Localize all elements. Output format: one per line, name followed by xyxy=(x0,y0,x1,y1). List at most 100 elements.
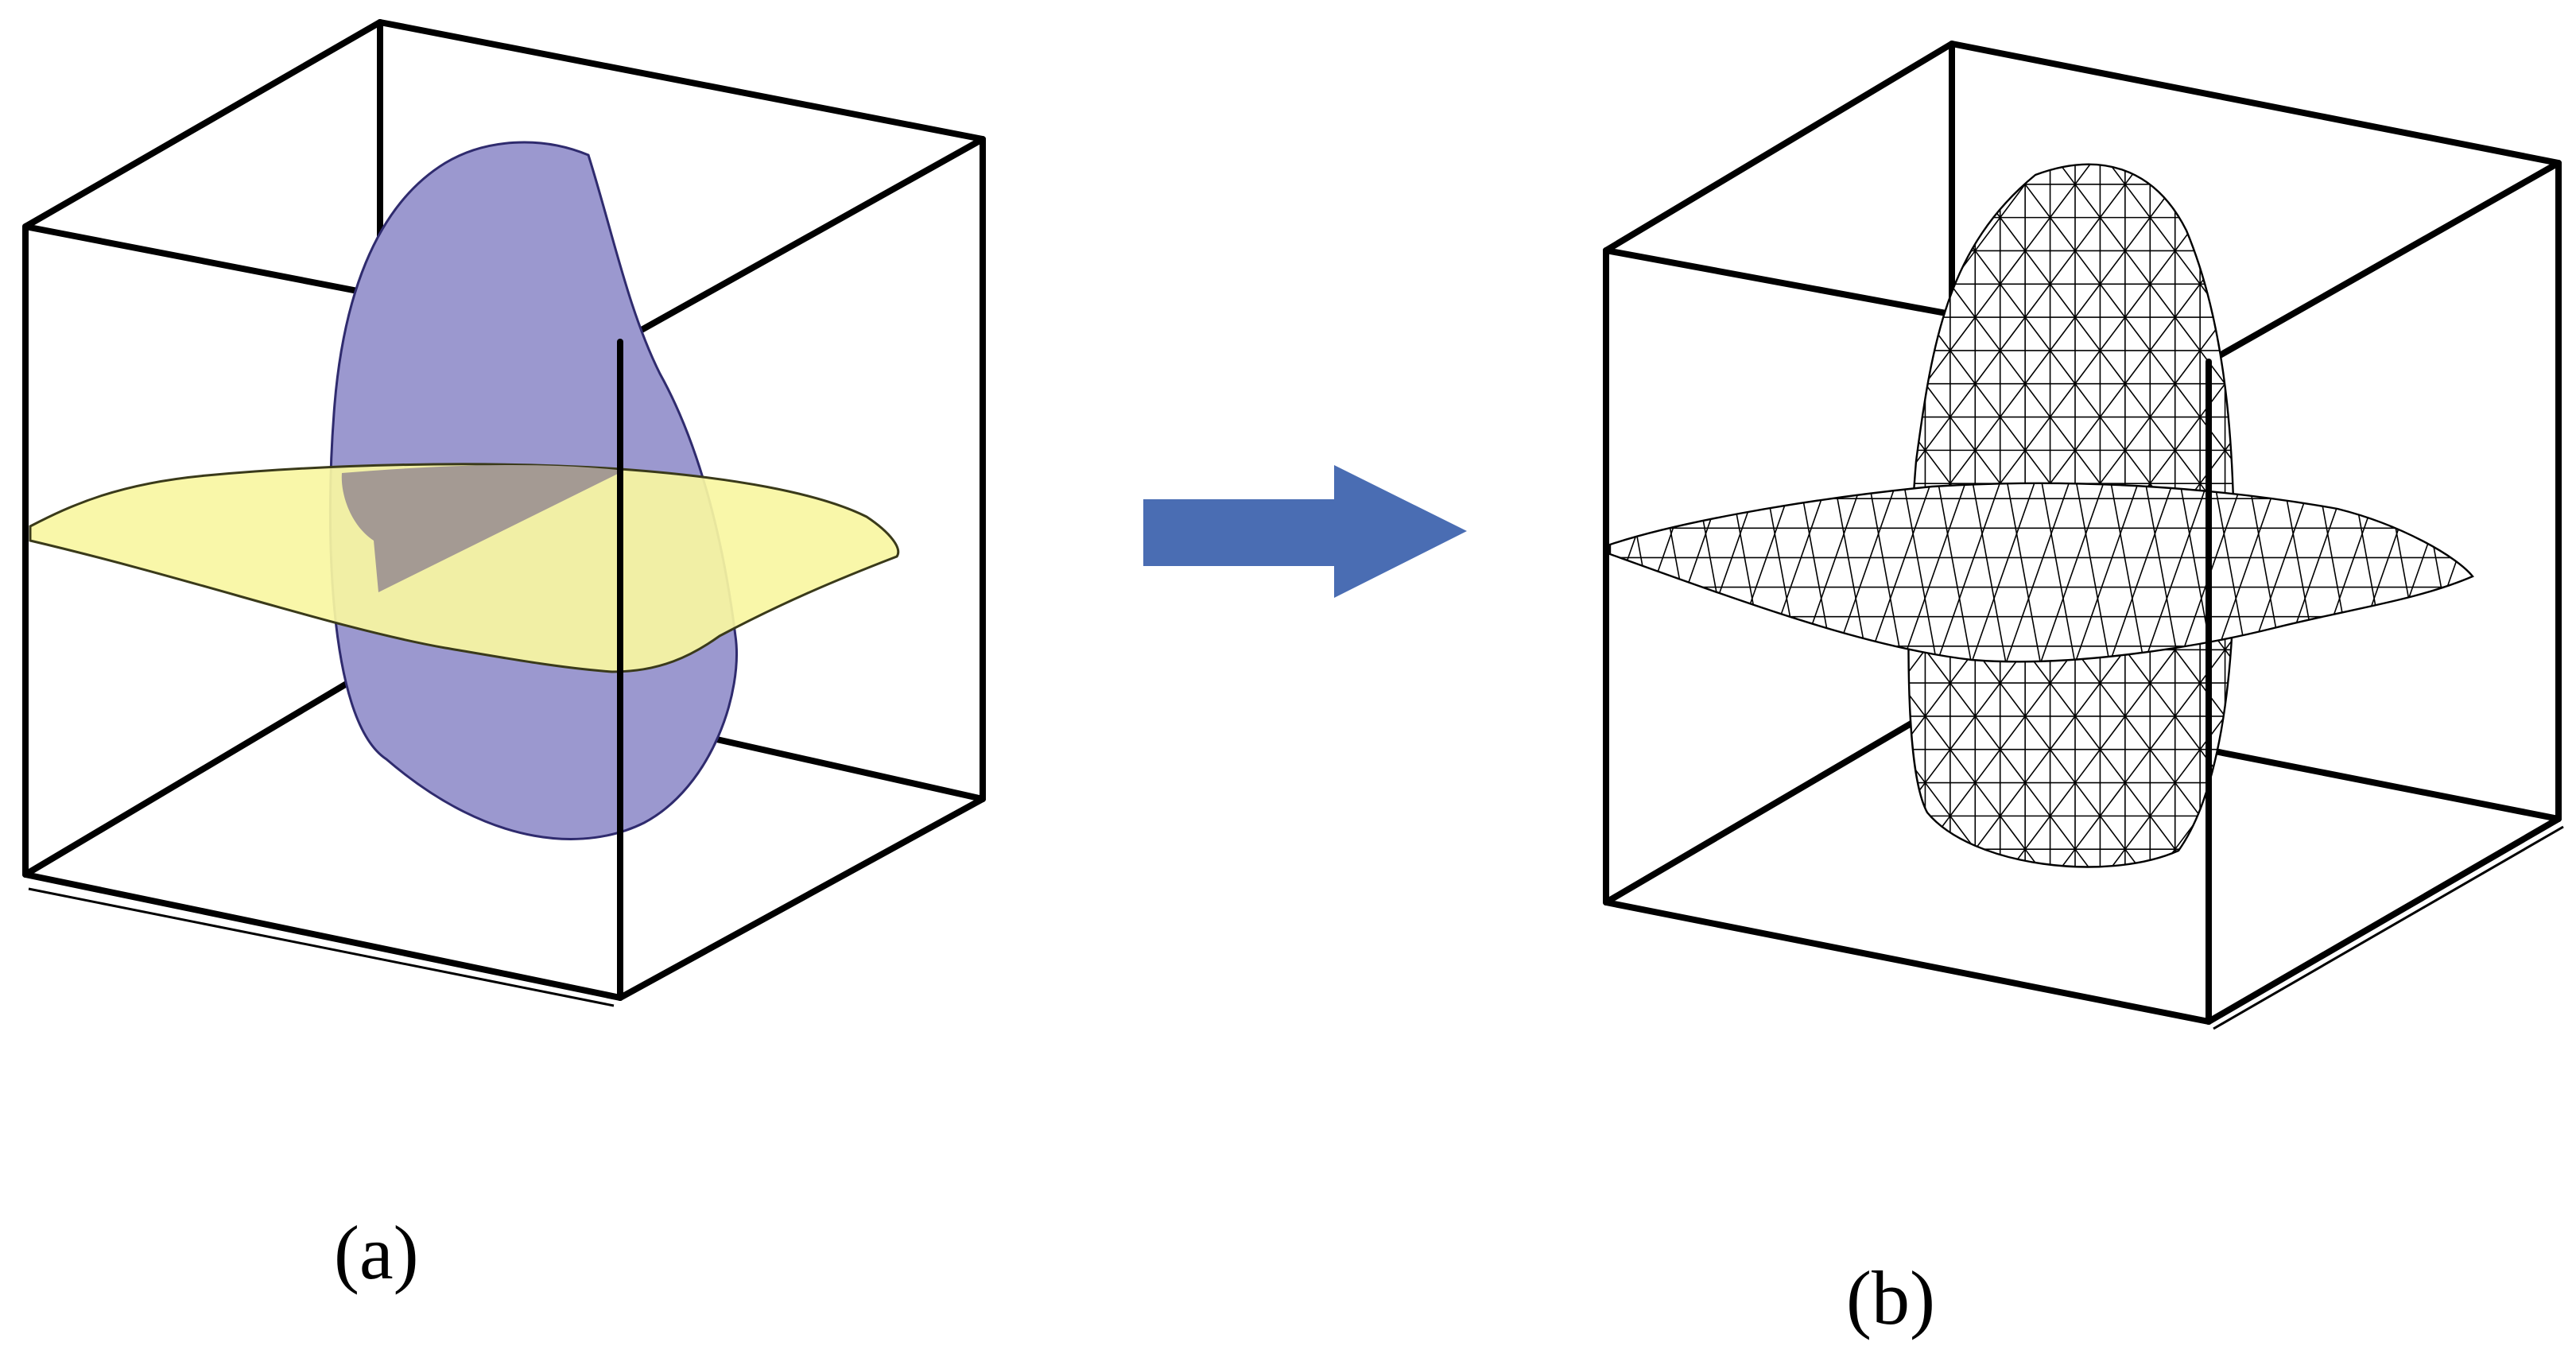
mesh-edge xyxy=(1418,469,1456,676)
mesh-edge xyxy=(2149,217,2176,251)
mesh-edge xyxy=(2074,782,2101,816)
mesh-edge xyxy=(2149,449,2176,484)
mesh-edge xyxy=(2099,716,2126,750)
mesh-edge xyxy=(2074,815,2101,850)
mesh-edge xyxy=(1624,483,1664,662)
mesh-edge xyxy=(1908,649,1926,684)
mesh-edge xyxy=(2199,649,2226,684)
mesh-edge xyxy=(2000,815,2026,850)
mesh-edge xyxy=(1974,283,2001,318)
mesh-edge xyxy=(2024,782,2051,816)
mesh-edge xyxy=(1924,716,1951,750)
mesh-edge xyxy=(2174,782,2201,816)
right-arrow-icon xyxy=(1143,465,1467,598)
mesh-edge xyxy=(1924,383,1951,418)
mesh-edge xyxy=(2199,417,2226,451)
mesh-edge xyxy=(2074,383,2101,418)
mesh-edge xyxy=(2049,782,2076,816)
mesh-edge xyxy=(2199,164,2226,185)
mesh-edge xyxy=(1969,483,2009,662)
mesh-edge xyxy=(2174,283,2201,318)
mesh-edge xyxy=(2049,749,2076,784)
mesh-edge xyxy=(2124,682,2151,717)
mesh-edge xyxy=(2124,350,2151,385)
mesh-edge xyxy=(1908,716,1926,750)
mesh-edge xyxy=(2074,848,2101,867)
mesh-edge xyxy=(2024,716,2051,750)
mesh-edge xyxy=(2099,848,2126,867)
mesh-edge xyxy=(1949,283,1976,318)
mesh-edge xyxy=(2149,649,2176,684)
mesh-edge xyxy=(1924,417,1951,451)
mesh-edge xyxy=(2000,316,2026,351)
mesh-edge xyxy=(2000,449,2026,484)
mesh-edge xyxy=(2049,815,2076,850)
mesh-edge xyxy=(2024,383,2051,418)
mesh-edge xyxy=(1414,469,1487,676)
mesh-edge xyxy=(2124,716,2151,750)
mesh-edge xyxy=(2099,749,2126,784)
mesh-edge xyxy=(2124,184,2151,219)
mesh-edge xyxy=(1974,782,2001,816)
mesh-edge xyxy=(2199,217,2226,251)
mesh-edge xyxy=(2074,184,2101,219)
mesh-edge xyxy=(1949,383,1976,418)
mesh-edge xyxy=(2024,682,2051,717)
mesh-edge xyxy=(1949,815,1976,850)
mesh-edge xyxy=(1949,749,1976,784)
mesh-edge xyxy=(2049,350,2076,385)
mesh-edge xyxy=(2124,283,2151,318)
mesh-edge xyxy=(2224,250,2234,285)
mesh-edge xyxy=(2224,184,2234,219)
mesh-edge xyxy=(2224,682,2234,717)
mesh-edge xyxy=(2174,682,2201,717)
mesh-edge xyxy=(2124,749,2151,784)
mesh-edge xyxy=(1974,449,2001,484)
mesh-edge xyxy=(1484,469,1556,676)
mesh-edge xyxy=(2024,316,2051,351)
mesh-edge xyxy=(2142,483,2182,662)
mesh-edge xyxy=(2049,417,2076,451)
mesh-edge xyxy=(1908,848,1926,867)
mesh-edge xyxy=(2149,383,2176,418)
mesh-edge xyxy=(2024,217,2051,251)
mesh-edge xyxy=(2224,350,2234,385)
mesh-edge xyxy=(1924,164,1951,185)
mesh-edge xyxy=(2149,250,2176,285)
mesh-edge xyxy=(1974,250,2001,285)
mesh-edge xyxy=(2099,217,2126,251)
mesh-edge xyxy=(1924,682,1951,717)
mesh-edge xyxy=(2224,782,2234,816)
mesh-edge xyxy=(2000,749,2026,784)
mesh-edge xyxy=(2174,716,2201,750)
mesh-edge xyxy=(1949,350,1976,385)
mesh-edge xyxy=(2124,449,2151,484)
mesh-edge xyxy=(1908,217,1926,251)
mesh-edge xyxy=(2000,682,2026,717)
mesh-edge xyxy=(2024,417,2051,451)
mesh-edge xyxy=(2074,716,2101,750)
mesh-edge xyxy=(2024,184,2051,219)
mesh-edge xyxy=(2124,782,2151,816)
cube-b-front-edges xyxy=(1603,160,2564,1030)
mesh-edge xyxy=(2000,283,2026,318)
mesh-edge xyxy=(1974,682,2001,717)
mesh-edge xyxy=(1966,483,2040,662)
mesh-edge xyxy=(2224,217,2234,251)
mesh-edge xyxy=(2099,782,2126,816)
mesh-edge xyxy=(1908,383,1926,418)
mesh-edge xyxy=(2174,164,2201,185)
mesh-edge xyxy=(2199,383,2226,418)
mesh-edge xyxy=(2099,417,2126,451)
mesh-edge xyxy=(1924,848,1951,867)
mesh-edge xyxy=(2035,483,2109,662)
mesh-edge xyxy=(2074,217,2101,251)
mesh-edge xyxy=(2174,649,2201,684)
mesh-edge xyxy=(2000,250,2026,285)
mesh-edge xyxy=(2049,250,2076,285)
mesh-edge xyxy=(2199,184,2226,219)
mesh-edge xyxy=(1521,469,1559,676)
mesh-edge xyxy=(2074,682,2101,717)
mesh-edge xyxy=(2073,483,2113,662)
mesh-edge xyxy=(1949,682,1976,717)
